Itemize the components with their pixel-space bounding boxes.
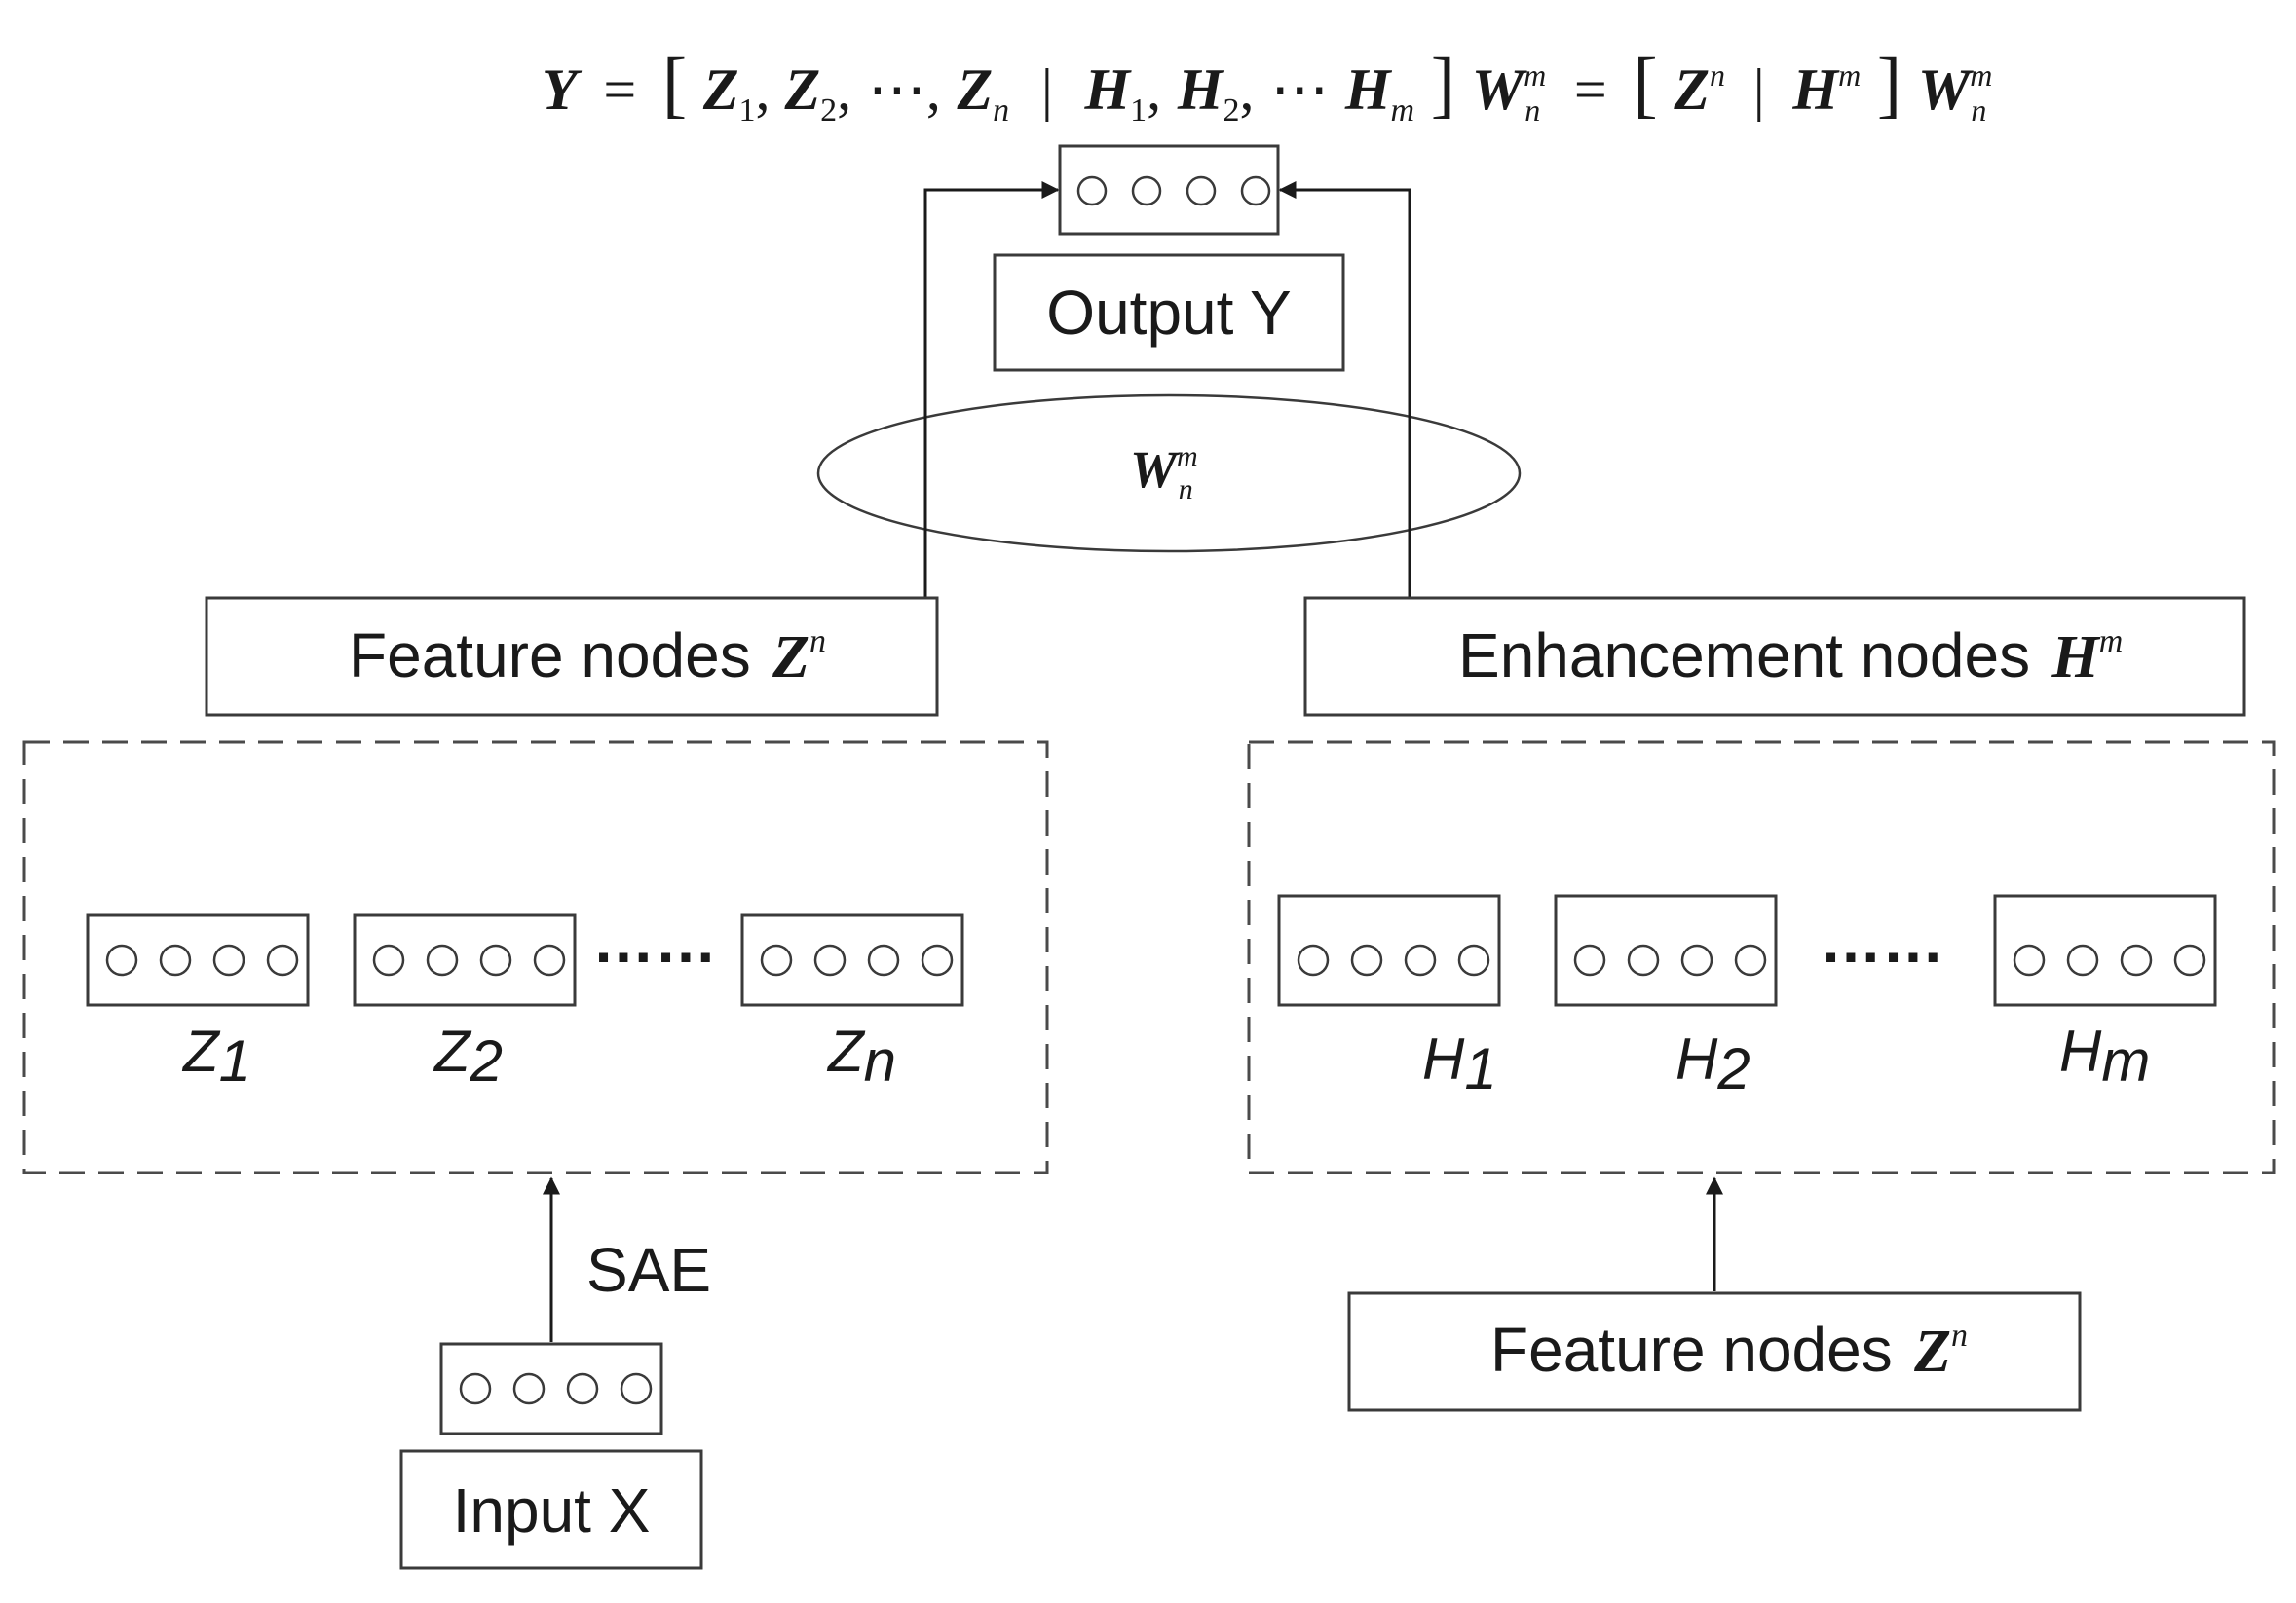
neuron: [159, 944, 192, 977]
neuron: [372, 944, 405, 977]
neuron: [620, 1372, 653, 1405]
sae-label: SAE: [586, 1235, 711, 1305]
output-label-box: Output Y: [993, 253, 1345, 372]
neuron: [1131, 175, 1162, 206]
neuron: [1240, 175, 1271, 206]
feature-group-1: Z1: [86, 913, 310, 1094]
neuron: [813, 944, 847, 977]
enhancement-groups-ellipsis: ……: [1820, 906, 1944, 976]
neuron: [2173, 944, 2206, 977]
feature-nodes-header: Feature nodes Zn: [205, 596, 939, 717]
weight-symbol: W: [1130, 440, 1181, 499]
svg-text:Z2: Z2: [433, 1019, 503, 1094]
neuron: [1404, 944, 1437, 977]
neuron: [1076, 175, 1108, 206]
neuron: [1350, 944, 1383, 977]
svg-text:Z1: Z1: [181, 1019, 251, 1094]
feature-group-2: Z2: [353, 913, 577, 1094]
neuron: [479, 944, 512, 977]
feature-groups-container: Z1 Z2 …… Zn: [22, 740, 1049, 1174]
enhancement-to-output-arrow: [1278, 181, 1411, 597]
neuron: [2013, 944, 2046, 977]
neuron: [1573, 944, 1606, 977]
neuron: [2120, 944, 2153, 977]
feature-group-n: Zn: [740, 913, 964, 1094]
neuron: [212, 944, 245, 977]
neuron: [1734, 944, 1767, 977]
neuron: [459, 1372, 492, 1405]
neuron: [867, 944, 900, 977]
neuron: [2066, 944, 2099, 977]
svg-text:Wmn: Wmn: [1130, 440, 1198, 505]
svg-text:Hm: Hm: [2059, 1019, 2150, 1094]
enhancement-nodes-header: Enhancement nodes Hm: [1303, 596, 2246, 717]
neuron: [105, 944, 138, 977]
neuron: [426, 944, 459, 977]
svg-text:Feature nodes Zn: Feature nodes Zn: [1490, 1315, 1968, 1385]
neuron: [1186, 175, 1217, 206]
feature-nodes-source: Feature nodes Zn: [1347, 1291, 2082, 1412]
enhancement-groups-container: H1 H2 …… Hm: [1247, 740, 2276, 1174]
svg-text:Feature nodes Zn: Feature nodes Zn: [349, 620, 826, 690]
svg-text:Zn: Zn: [826, 1019, 896, 1094]
output-label: Output Y: [1046, 278, 1291, 348]
neuron: [566, 1372, 599, 1405]
feature-groups-ellipsis: ……: [592, 906, 717, 976]
input-label: Input X: [453, 1475, 651, 1546]
svg-text:Y = [ Z1,: Y = [ Z1, Z2, ⋯, Zn | H1, H2, ⋯ Hm ] Wmn…: [542, 33, 1992, 133]
svg-text:Enhancement nodes Hm: Enhancement nodes Hm: [1458, 620, 2123, 690]
neuron: [533, 944, 566, 977]
neuron: [1297, 944, 1330, 977]
svg-text:H2: H2: [1675, 1026, 1750, 1101]
neuron: [1680, 944, 1713, 977]
neuron: [512, 1372, 546, 1405]
neuron: [266, 944, 299, 977]
enhancement-group-m: Hm: [1993, 894, 2217, 1094]
input-node-block: [439, 1342, 663, 1435]
neuron: [1457, 944, 1490, 977]
svg-text:H1: H1: [1422, 1026, 1497, 1101]
output-node-block: [1058, 144, 1280, 236]
input-label-box: Input X: [399, 1449, 703, 1570]
neuron: [921, 944, 954, 977]
neuron: [1627, 944, 1660, 977]
feature-to-output-arrow: [923, 181, 1060, 597]
enhancement-group-1: H1: [1277, 894, 1501, 1101]
enhancement-group-2: H2: [1554, 894, 1778, 1101]
neuron: [760, 944, 793, 977]
